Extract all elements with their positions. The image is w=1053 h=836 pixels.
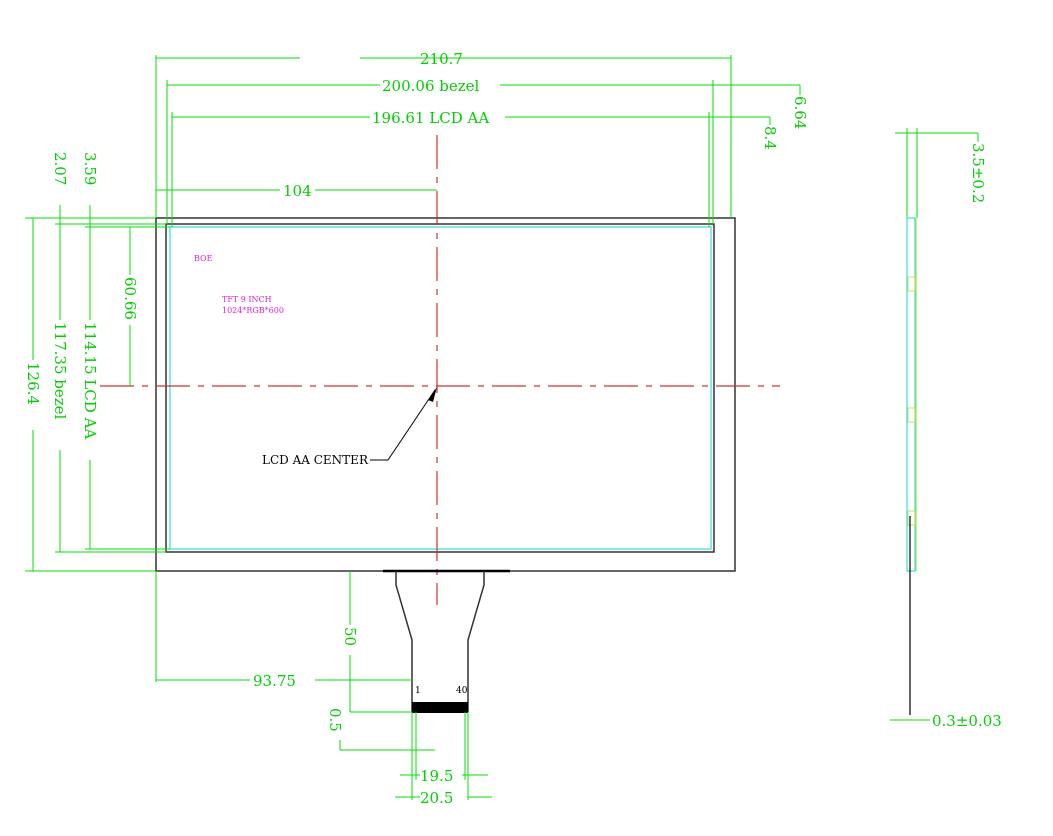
side-clip bbox=[907, 510, 916, 526]
dim-bezel-width: 200.06 bezel bbox=[382, 77, 480, 95]
side-clip bbox=[907, 407, 916, 423]
dim-bezel-height: 117.35 bezel bbox=[51, 322, 69, 420]
dim-fpc-length: 50 bbox=[341, 627, 359, 646]
dim-offset-top-bezel: 2.07 bbox=[51, 152, 69, 185]
dim-fpc-width: 20.5 bbox=[420, 789, 453, 807]
dim-aa-width: 196.61 LCD AA bbox=[372, 109, 489, 127]
fpc-contacts bbox=[412, 702, 468, 713]
dim-fpc-thickness: 0.3±0.03 bbox=[932, 712, 1002, 730]
brand-label: BOE bbox=[194, 254, 213, 263]
center-leader bbox=[370, 389, 436, 461]
bezel-outline bbox=[165, 223, 715, 553]
pin-40-label: 40 bbox=[456, 686, 468, 696]
dim-offset-right-aa: 8.4 bbox=[761, 126, 779, 150]
arrow-icon bbox=[428, 387, 437, 402]
dim-offset-top-aa: 3.59 bbox=[81, 152, 99, 185]
dim-pin-span: 19.5 bbox=[420, 767, 453, 785]
dim-overall-height: 126.4 bbox=[24, 362, 42, 405]
resolution-label: 1024*RGB*600 bbox=[222, 306, 284, 315]
pin-1-label: 1 bbox=[415, 686, 421, 696]
dim-overall-width: 210.7 bbox=[420, 50, 463, 68]
center-label: LCD AA CENTER bbox=[262, 453, 369, 467]
panel-outline bbox=[155, 217, 736, 572]
side-view-glass bbox=[906, 217, 916, 572]
model-label: TFT 9 INCH bbox=[222, 295, 272, 304]
dim-center-x: 104 bbox=[283, 182, 312, 200]
fpc-left bbox=[395, 571, 413, 712]
active-area bbox=[169, 226, 712, 550]
side-clip bbox=[907, 276, 916, 292]
dimension-lines bbox=[25, 55, 979, 800]
dim-fpc-stiffener: 0.5 bbox=[326, 708, 344, 732]
dim-center-y: 60.66 bbox=[121, 277, 139, 320]
dim-aa-height: 114.15 LCD AA bbox=[81, 322, 99, 439]
dim-offset-right-bezel: 6.64 bbox=[791, 96, 809, 129]
fpc-right bbox=[467, 571, 485, 712]
dim-fpc-offset: 93.75 bbox=[253, 672, 296, 690]
dim-thickness: 3.5±0.2 bbox=[969, 143, 987, 203]
